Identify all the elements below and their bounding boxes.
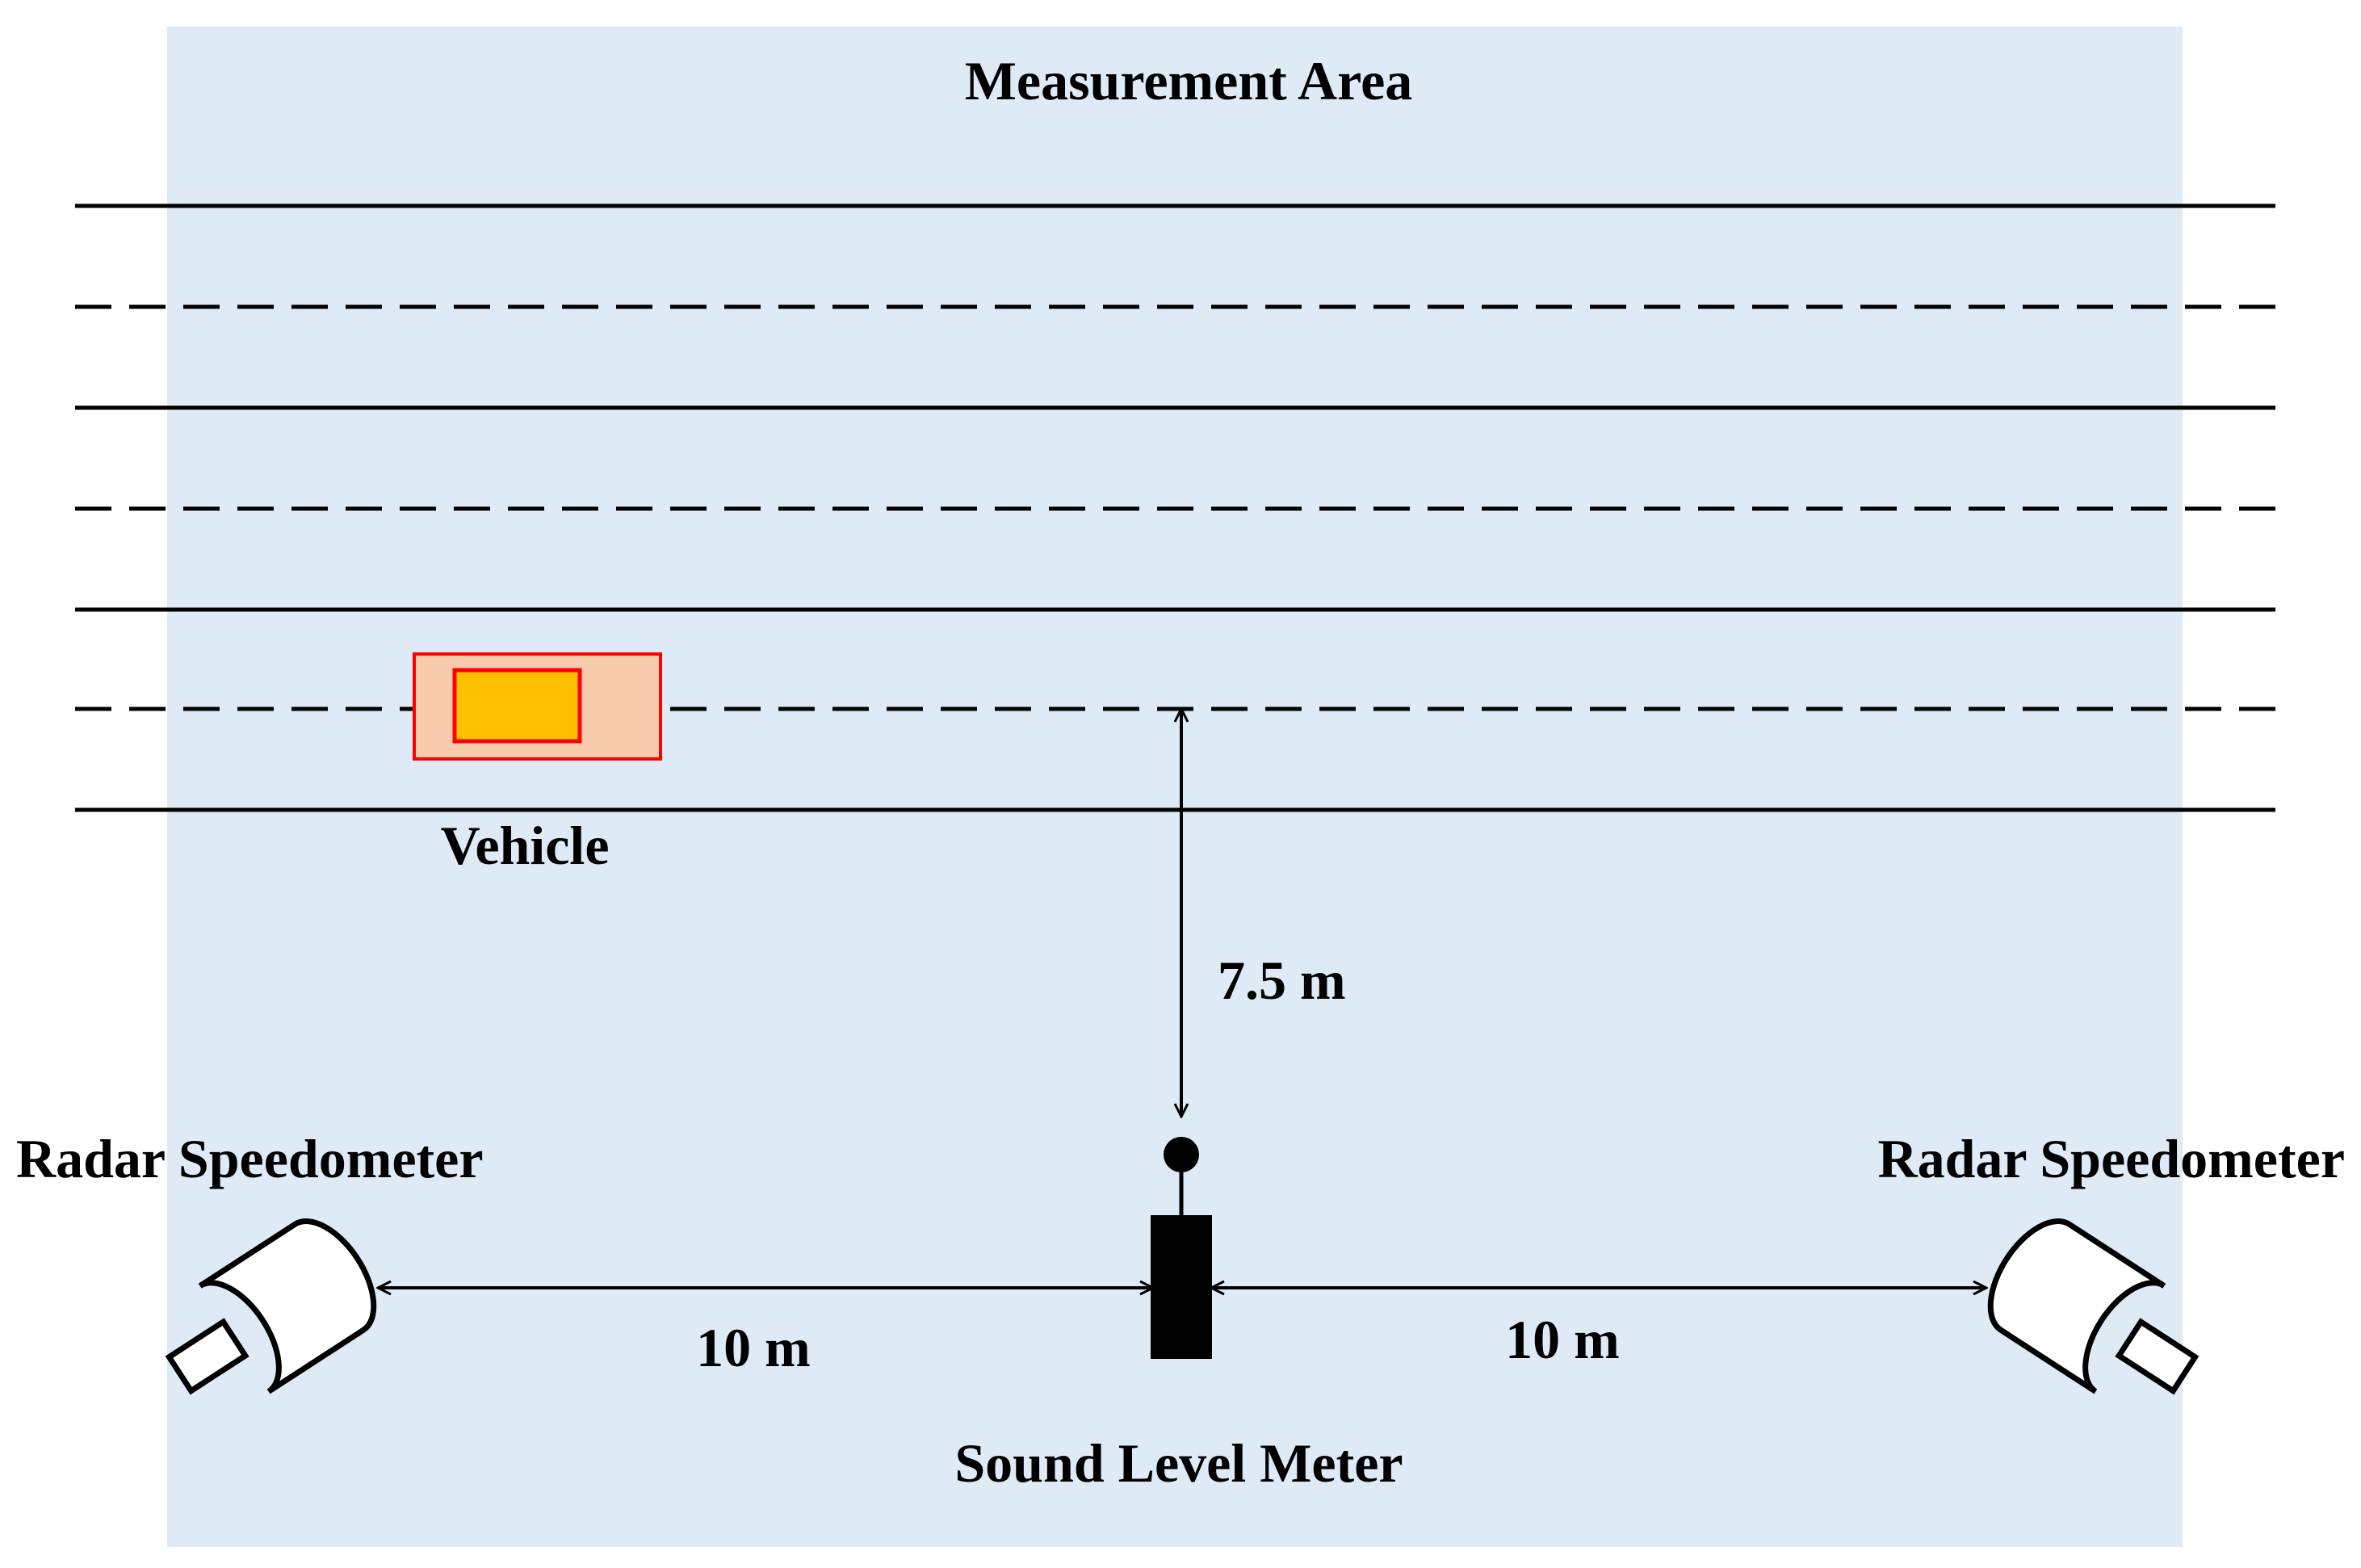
radar-speedometer-left-icon — [165, 1218, 377, 1395]
radar-speedometer-right-label: Radar Speedometer — [1877, 1128, 2345, 1189]
measurement-area-title: Measurement Area — [965, 50, 1413, 111]
vehicle-label: Vehicle — [440, 815, 609, 876]
distance-label-left: 10 m — [696, 1317, 811, 1378]
radar-speedometer-right-icon — [1987, 1218, 2200, 1395]
distance-label-right: 10 m — [1505, 1309, 1620, 1370]
sound-level-meter-icon — [1151, 1137, 1212, 1359]
radar-speedometer-left-label: Radar Speedometer — [16, 1128, 484, 1189]
sound-level-meter-label: Sound Level Meter — [954, 1432, 1403, 1494]
vehicle-icon — [413, 652, 662, 761]
distance-label-vertical: 7.5 m — [1218, 950, 1346, 1011]
